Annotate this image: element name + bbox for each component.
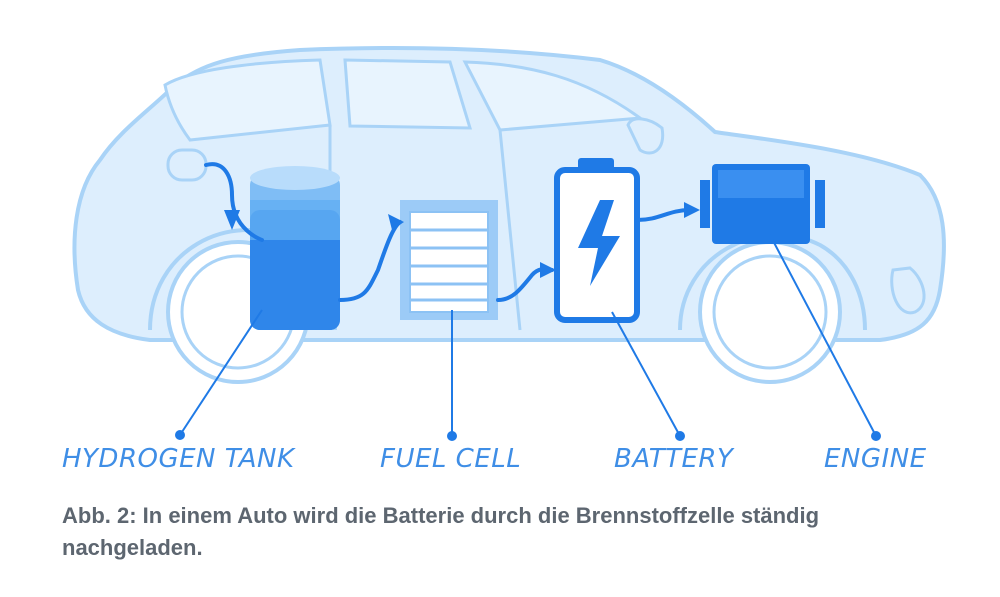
label-battery: BATTERY: [614, 444, 734, 474]
front-wheel: [698, 240, 842, 384]
fuel-cap-icon: [166, 148, 208, 182]
leader-lines: [175, 234, 881, 441]
battery-icon: [554, 158, 640, 323]
flow-arrows: [224, 202, 700, 278]
label-engine: ENGINE: [824, 444, 927, 474]
car-body: [72, 46, 946, 384]
rear-window: [163, 58, 332, 142]
label-fuel-cell: FUEL CELL: [380, 444, 522, 474]
hydrogen-tank: [250, 166, 340, 330]
middle-window: [343, 58, 473, 130]
label-hydrogen-tank: HYDROGEN TANK: [62, 444, 295, 474]
headlight: [890, 266, 926, 315]
side-mirror: [626, 117, 665, 155]
engine: [700, 164, 825, 244]
lightning-icon: [578, 200, 620, 286]
fuel-cell: [400, 200, 498, 320]
figure-caption: Abb. 2: In einem Auto wird die Batterie …: [62, 503, 820, 560]
